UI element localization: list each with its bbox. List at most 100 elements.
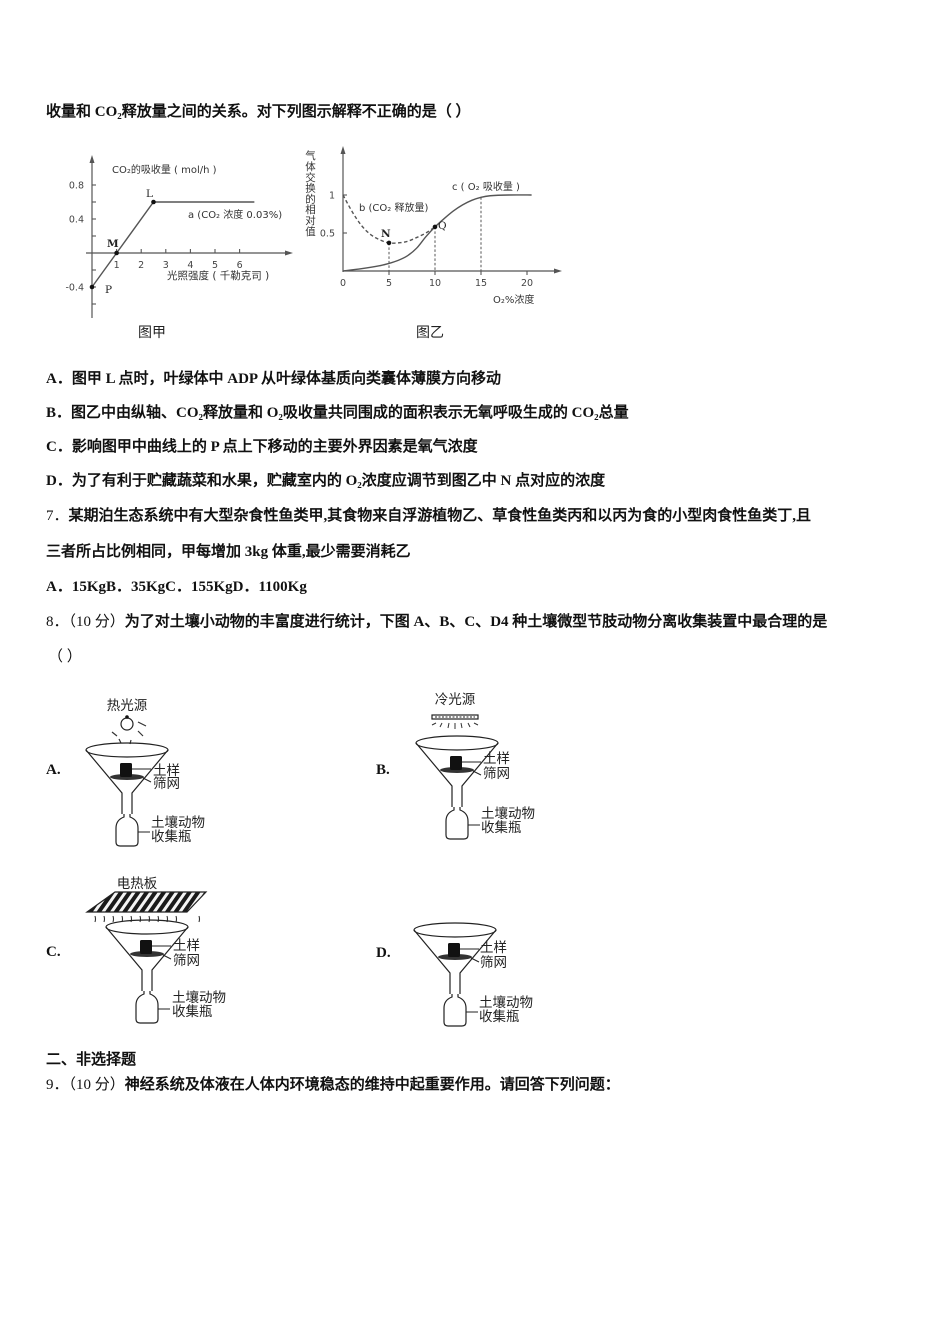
collection-bottle-label-2: 收集瓶 — [481, 820, 522, 835]
collection-bottle-label-1: 土壤动物 — [481, 805, 535, 821]
soil-sample-label: 土样 — [480, 940, 507, 955]
electric-hot-plate-label: 电热板 — [117, 876, 158, 891]
point-label-n: N — [381, 228, 391, 240]
y-tick-label: 1 — [329, 191, 335, 202]
q9-line-1: 9．（10 分）神经系统及体液在人体内环境稳态的维持中起重要作用。请回答下列问题… — [46, 1075, 620, 1095]
question-text: 某期泊生态系统中有大型杂食性鱼类甲,其食物来自浮游植物乙、草食性鱼类丙和以丙为食… — [68, 508, 812, 524]
x-tick-label: 0 — [340, 278, 346, 289]
x-axis-arrow-icon — [285, 250, 293, 256]
data-point-marker — [151, 199, 156, 205]
q6-stem: 收量和 CO₂释放量之间的关系。对下列图示解释不正确的是（ ） — [46, 104, 471, 120]
point-label-l: L — [146, 188, 153, 200]
data-point-marker — [89, 284, 95, 290]
plot-area — [89, 199, 255, 290]
x-tick-label: 20 — [521, 278, 533, 289]
apparatus-b: 冷光源 土样 筛网 土壤动物 收集瓶 — [415, 692, 535, 840]
data-point-marker — [386, 240, 392, 246]
question-number: 9． — [46, 1077, 69, 1093]
q8-line-1: 8．（10 分）为了对土壤小动物的丰富度进行统计，下图 A、B、C、D4 种土壤… — [46, 612, 827, 632]
question-number: 8． — [46, 614, 69, 630]
point-label-q: Q — [438, 220, 447, 232]
series-line — [91, 201, 255, 288]
option-label: A． — [46, 371, 72, 387]
option-text: 为了有利于贮藏蔬菜和水果，贮藏室内的 O₂浓度应调节到图乙中 N 点对应的浓度 — [71, 473, 606, 489]
point-label-p: P — [105, 284, 112, 296]
q6-option-d: D．为了有利于贮藏蔬菜和水果，贮藏室内的 O₂浓度应调节到图乙中 N 点对应的浓… — [46, 471, 605, 491]
x-tick-label: 3 — [163, 260, 169, 271]
sieve-label: 筛网 — [483, 766, 510, 781]
axes — [340, 146, 562, 274]
option-text: 图乙中由纵轴、CO₂释放量和 O₂吸收量共同围成的面积表示无氧呼吸生成的 CO₂… — [71, 405, 629, 421]
x-tick-label: 5 — [212, 260, 218, 271]
apparatus-b-label: B. — [376, 762, 390, 778]
option-label: B． — [46, 405, 72, 421]
figure-yi-caption: 图乙 — [416, 325, 444, 341]
data-point-marker — [432, 224, 438, 230]
q7-answers: A．15KgB．35KgC．155KgD．1100Kg — [46, 579, 307, 595]
collection-bottle-label-2: 收集瓶 — [172, 1004, 213, 1019]
x-tick-label: 4 — [187, 260, 193, 271]
x-tick-label: 1 — [114, 260, 120, 271]
question-number: 7． — [46, 508, 69, 524]
q7-line-2: 三者所占比例相同，甲每增加 3kg 体重,最少需要消耗乙 — [46, 544, 411, 560]
y-axis-arrow-icon — [340, 146, 346, 154]
y-axis-title: CO₂的吸收量 ( mol/h ) — [112, 163, 217, 176]
apparatus-c-label: C. — [46, 944, 61, 960]
option-label: D． — [46, 473, 72, 489]
x-tick-label: 2 — [138, 260, 144, 271]
x-axis-title: 光照强度 ( 千勒克司 ) — [167, 269, 269, 282]
collection-bottle-label-2: 收集瓶 — [151, 829, 192, 844]
x-axis-arrow-icon — [554, 268, 562, 274]
figure-jia-caption: 图甲 — [138, 325, 166, 341]
apparatus-d-label: D. — [376, 945, 391, 961]
q6-option-b: B．图乙中由纵轴、CO₂释放量和 O₂吸收量共同围成的面积表示无氧呼吸生成的 C… — [46, 403, 629, 423]
hot-plate-icon — [85, 891, 208, 923]
option-label: C． — [46, 439, 72, 455]
x-tick-label: 6 — [237, 260, 243, 271]
fluorescent-tube-icon — [431, 714, 479, 729]
q6-option-a: A．图甲 L 点时，叶绿体中 ADP 从叶绿体基质向类囊体薄膜方向移动 — [46, 369, 501, 389]
data-point-marker — [114, 250, 119, 256]
collection-bottle-label-1: 土壤动物 — [172, 989, 226, 1005]
light-bulb-icon — [111, 715, 147, 745]
soil-sample-label: 土样 — [173, 938, 200, 953]
q6-option-c: C．影响图甲中曲线上的 P 点上下移动的主要外界因素是氧气浓度 — [46, 437, 478, 457]
x-axis-title: O₂%浓度 — [493, 293, 534, 306]
cold-light-source-label: 冷光源 — [435, 692, 476, 707]
option-text: 影响图甲中曲线上的 P 点上下移动的主要外界因素是氧气浓度 — [71, 439, 478, 455]
sieve-label: 筛网 — [173, 953, 200, 968]
y-tick-label: 0.5 — [320, 229, 335, 240]
axes — [86, 155, 293, 318]
y-axis-arrow-icon — [89, 155, 95, 163]
sieve-label: 筛网 — [153, 776, 180, 791]
question-score: （10 分） — [68, 1077, 125, 1093]
sieve-label: 筛网 — [480, 955, 507, 970]
y-tick-label: 0.4 — [69, 215, 84, 226]
series-label-c: c ( O₂ 吸收量 ) — [452, 180, 520, 193]
collection-bottle-label-2: 收集瓶 — [479, 1009, 520, 1024]
point-label-m: M — [107, 238, 119, 250]
collection-bottle-label-1: 土壤动物 — [151, 814, 205, 830]
soil-sample-label: 土样 — [483, 751, 510, 766]
x-tick-label: 5 — [386, 278, 392, 289]
q8-answer-blank: （ ） — [48, 649, 82, 665]
ticks: 0 5 10 15 20 1 0.5 — [320, 191, 533, 290]
x-tick-label: 15 — [475, 278, 487, 289]
apparatus-a-label: A. — [46, 762, 61, 778]
apparatus-figures: 热光源 土样 筛网 土壤动物 收集瓶 冷光源 土样 筛网 土壤动物 收集瓶 电热… — [85, 692, 535, 1027]
section-heading: 二、非选择题 — [46, 1052, 137, 1068]
apparatus-d: 土样 筛网 土壤动物 收集瓶 — [413, 922, 533, 1027]
option-text: 图甲 L 点时，叶绿体中 ADP 从叶绿体基质向类囊体薄膜方向移动 — [71, 371, 502, 387]
question-score: （10 分） — [68, 614, 125, 630]
question-text: 神经系统及体液在人体内环境稳态的维持中起重要作用。请回答下列问题： — [124, 1077, 620, 1093]
question-text: 为了对土壤小动物的丰富度进行统计，下图 A、B、C、D4 种土壤微型节肢动物分离… — [124, 614, 828, 630]
soil-sample-label: 土样 — [153, 763, 180, 778]
series-label-a: a (CO₂ 浓度 0.03%) — [188, 208, 282, 221]
y-tick-label: 0.8 — [69, 181, 84, 192]
series-label-b: b (CO₂ 释放量) — [359, 201, 428, 214]
x-tick-label: 10 — [429, 278, 441, 289]
figure-yi-y-axis-title: 气体交换的相对值 — [304, 150, 316, 237]
